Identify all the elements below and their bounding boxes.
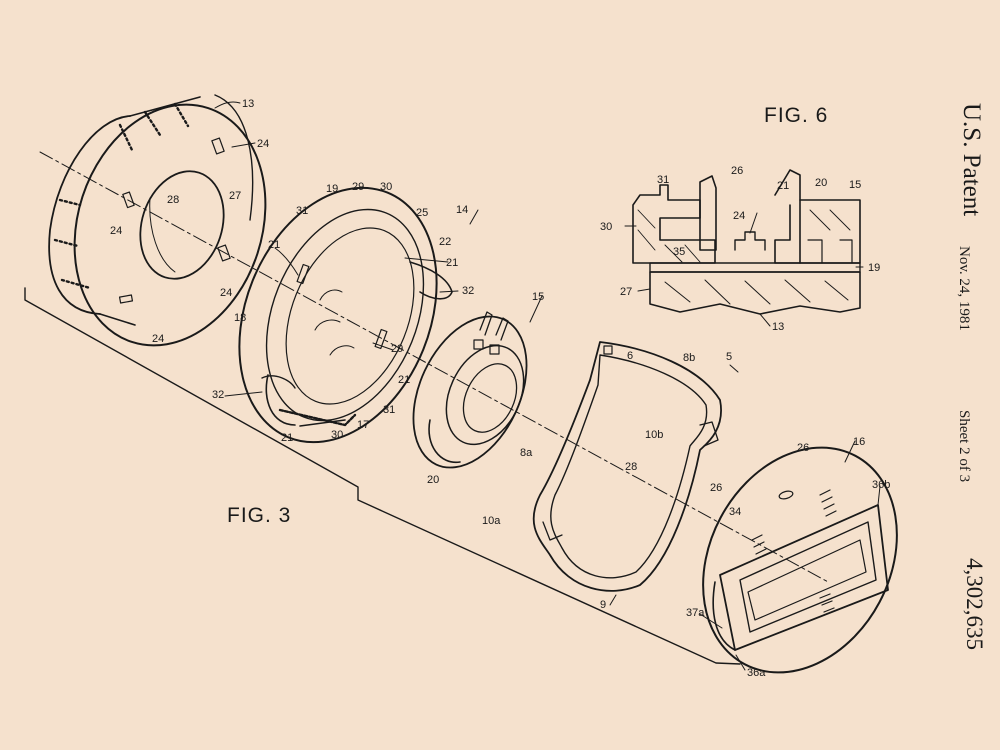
ref-32: 32 [462, 285, 474, 297]
fig3-center-axis [39, 151, 831, 584]
leader-lines [214, 101, 881, 671]
ref-30: 30 [380, 181, 392, 193]
ref-21: 21 [777, 180, 789, 192]
ref-26: 26 [731, 165, 743, 177]
ref-27: 27 [620, 286, 632, 298]
ref-10a: 10a [482, 515, 501, 527]
fig6-drawing [632, 169, 861, 315]
ref-6: 6 [627, 350, 633, 362]
ref-32: 32 [212, 389, 224, 401]
ref-29: 29 [391, 343, 403, 355]
fig6-part-20 [799, 199, 861, 264]
ref-24: 24 [257, 138, 269, 150]
ref-36a: 36a [747, 667, 766, 679]
ref-9: 9 [600, 599, 606, 611]
ref-20: 20 [427, 474, 439, 486]
fig6-label: FIG. 6 [764, 104, 828, 127]
fig6-base-13 [649, 271, 861, 315]
ref-30: 30 [331, 429, 343, 441]
ref-26: 26 [797, 442, 809, 454]
part-15-disc [412, 311, 528, 469]
ref-18: 18 [234, 312, 246, 324]
ref-17: 17 [357, 419, 369, 431]
fig6-part-21 [774, 169, 801, 264]
fig6-part-24 [734, 231, 766, 251]
ref-37a: 37a [686, 607, 705, 619]
ref-27: 27 [229, 190, 241, 202]
ref-25: 25 [416, 207, 428, 219]
ref-24: 24 [733, 210, 745, 222]
fig6-base-hatch [664, 279, 849, 305]
ref-19: 19 [326, 183, 338, 195]
part-16-endcap [702, 446, 898, 674]
ref-26: 26 [710, 482, 722, 494]
fig6-layer-19 [649, 262, 861, 273]
ref-5: 5 [726, 351, 732, 363]
ref-21: 21 [281, 432, 293, 444]
ref-13: 13 [772, 321, 784, 333]
ref-24: 24 [110, 225, 122, 237]
ref-36b: 36b [872, 479, 890, 491]
ref-24: 24 [152, 333, 164, 345]
ref-22: 22 [439, 236, 451, 248]
part-14-housing [238, 186, 453, 444]
fig3-label: FIG. 3 [227, 504, 291, 527]
ref-8a: 8a [520, 447, 533, 459]
ref-21: 21 [268, 239, 280, 251]
ref-31: 31 [383, 404, 395, 416]
ref-30: 30 [600, 221, 612, 233]
ref-34: 34 [729, 506, 741, 518]
ref-16: 16 [853, 436, 865, 448]
ref-10b: 10b [645, 429, 663, 441]
ref-29: 29 [352, 181, 364, 193]
ref-8b: 8b [683, 352, 695, 364]
ref-15: 15 [849, 179, 861, 191]
ref-21: 21 [446, 257, 458, 269]
ref-20: 20 [815, 177, 827, 189]
ref-13: 13 [242, 98, 254, 110]
fig6-part-26 [699, 175, 717, 251]
part-5-clip [532, 341, 722, 592]
ref-28: 28 [167, 194, 179, 206]
ref-19: 19 [868, 262, 880, 274]
ref-31: 31 [296, 205, 308, 217]
ref-15: 15 [532, 291, 544, 303]
fig3-drawing [24, 94, 898, 674]
ref-35: 35 [673, 246, 685, 258]
fig3-base-line [24, 287, 741, 665]
ref-24: 24 [220, 287, 232, 299]
ref-28: 28 [625, 461, 637, 473]
ref-21: 21 [398, 374, 410, 386]
ref-14: 14 [456, 204, 468, 216]
part-13-ring [48, 94, 267, 347]
ref-31: 31 [657, 174, 669, 186]
